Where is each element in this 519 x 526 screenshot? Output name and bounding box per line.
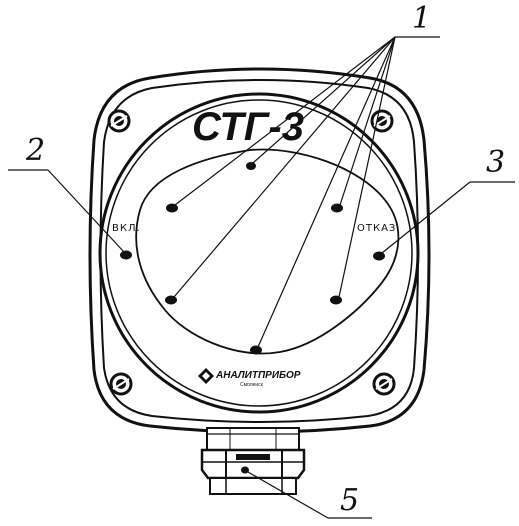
callout-3: 3	[381, 145, 515, 254]
indicator-panel	[135, 148, 400, 355]
callout-5: 5	[247, 471, 372, 519]
screw-top-left	[107, 109, 131, 133]
front-cover	[105, 99, 413, 407]
sensor-dot-upper-right	[331, 203, 343, 213]
gland-nut	[200, 448, 306, 480]
brand-logo: АНАЛИТПРИБОР Смоленск	[198, 368, 301, 388]
sensor-dot-lower-left	[165, 295, 177, 305]
screw-bottom-left	[109, 372, 133, 396]
label-fault: ОТКАЗ	[357, 223, 396, 234]
connector-dot	[241, 466, 249, 474]
callout-2-number: 2	[25, 133, 45, 168]
callout-3-number: 3	[486, 145, 505, 180]
label-on: ВКЛ.	[112, 223, 141, 234]
sensor-dot-upper-left	[166, 203, 178, 213]
sensor-dot-lower-right	[330, 295, 342, 305]
callout-5-number: 5	[340, 483, 359, 518]
brand-name: АНАЛИТПРИБОР	[215, 370, 301, 381]
cable-gland	[200, 427, 306, 495]
gland-body	[209, 477, 297, 495]
gland-collar	[206, 427, 300, 451]
screw-top-right	[370, 109, 394, 133]
sensor-dot-top-center	[246, 162, 256, 170]
sensor-dot-bottom-center	[250, 345, 262, 355]
screw-bottom-right	[372, 372, 396, 396]
sensor-dots	[120, 162, 385, 355]
indicator-on-dot	[120, 250, 132, 260]
indicator-fault-dot	[373, 251, 385, 261]
device-title: СТГ-3	[192, 105, 304, 149]
callout-2: 2	[8, 133, 125, 253]
brand-sub: Смоленск	[240, 382, 264, 388]
front-cover-ring	[98, 92, 420, 414]
callout-1-number: 1	[412, 1, 431, 36]
callout-1: 1	[173, 1, 440, 348]
